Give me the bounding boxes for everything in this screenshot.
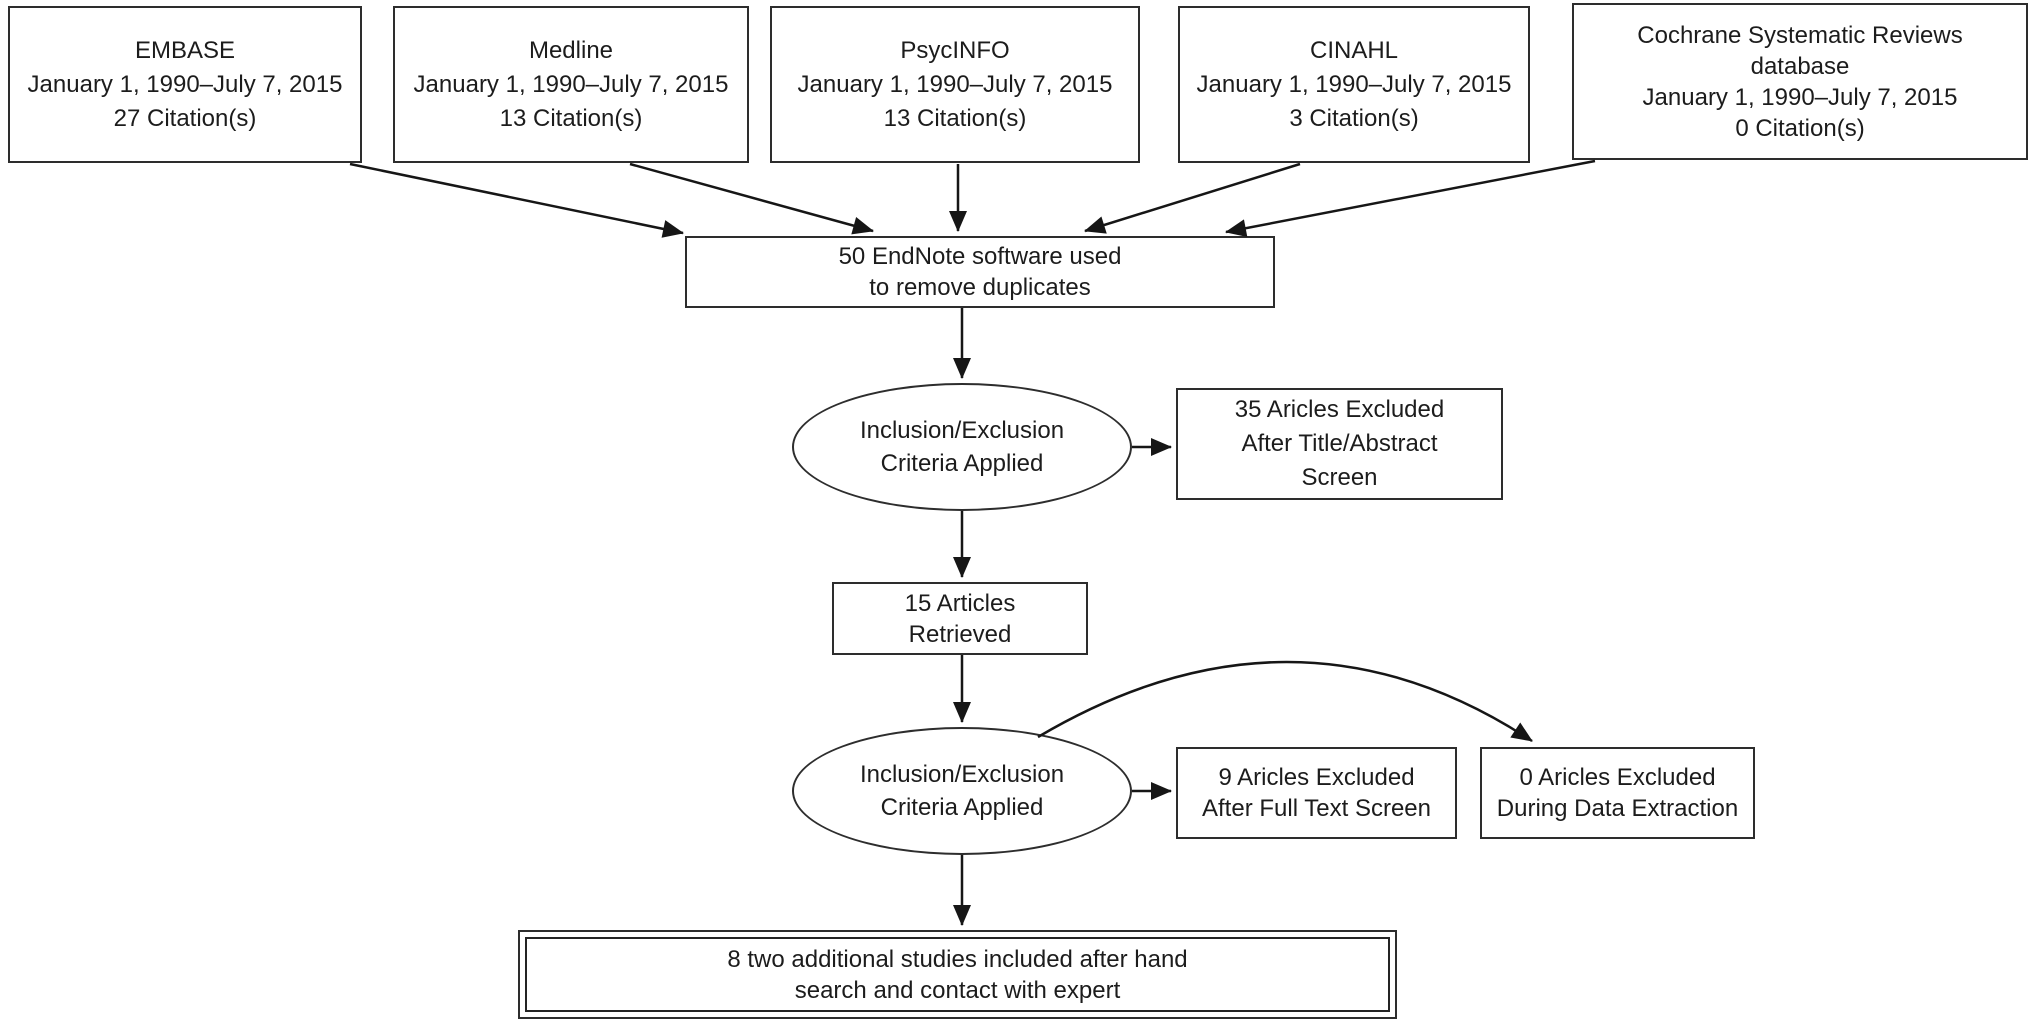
excluded-data-extraction-box: 0 Aricles Excluded During Data Extractio… [1480,747,1755,839]
dedupe-line: to remove duplicates [869,274,1091,301]
arrow-cochrane-to-dedupe [1225,159,1596,238]
source-name: Cochrane Systematic Reviews [1637,21,1963,49]
source-daterange: January 1, 1990–July 7, 2015 [1196,70,1512,98]
criteria-line: Criteria Applied [880,450,1044,477]
source-box-psycinfo: PsycINFO January 1, 1990–July 7, 2015 13… [770,6,1140,163]
retrieved-line: 15 Articles [904,589,1016,617]
retrieved-box: 15 Articles Retrieved [832,582,1088,655]
arrow-cinahl-to-dedupe [1084,162,1301,234]
source-box-embase: EMBASE January 1, 1990–July 7, 2015 27 C… [8,6,362,163]
criteria-line: Criteria Applied [880,794,1044,821]
source-name-line2: database [1750,52,1850,80]
excluded-line: 0 Aricles Excluded [1519,764,1716,791]
dedupe-box: 50 EndNote software used to remove dupli… [685,236,1275,308]
retrieved-line: Retrieved [908,620,1012,648]
source-citations: 13 Citation(s) [499,104,643,132]
source-citations: 27 Citation(s) [113,104,257,132]
excluded-line: During Data Extraction [1496,795,1739,822]
source-citations: 0 Citation(s) [1735,114,1865,142]
source-citations: 13 Citation(s) [883,104,1027,132]
arrow-curve-to-data-extraction [1037,660,1533,743]
source-daterange: January 1, 1990–July 7, 2015 [797,70,1113,98]
excluded-line: After Title/Abstract [1241,430,1438,457]
excluded-full-text-box: 9 Aricles Excluded After Full Text Scree… [1176,747,1457,839]
excluded-line: Screen [1301,464,1378,491]
source-box-cochrane: Cochrane Systematic Reviews database Jan… [1572,3,2028,160]
included-box: 8 two additional studies included after … [518,930,1397,1019]
dedupe-line: 50 EndNote software used [838,243,1122,270]
included-box-inner: 8 two additional studies included after … [525,937,1390,1012]
excluded-line: After Full Text Screen [1202,795,1431,822]
criteria-ellipse-2: Inclusion/Exclusion Criteria Applied [792,727,1132,855]
source-daterange: January 1, 1990–July 7, 2015 [27,70,343,98]
source-box-medline: Medline January 1, 1990–July 7, 2015 13 … [393,6,749,163]
included-line: search and contact with expert [794,976,1121,1004]
source-box-cinahl: CINAHL January 1, 1990–July 7, 2015 3 Ci… [1178,6,1530,163]
criteria-line: Inclusion/Exclusion [859,417,1065,444]
arrow-embase-to-dedupe [349,162,684,238]
source-citations: 3 Citation(s) [1289,104,1419,132]
source-daterange: January 1, 1990–July 7, 2015 [413,70,729,98]
criteria-line: Inclusion/Exclusion [859,761,1065,788]
source-name: Medline [528,36,614,64]
source-name: PsycINFO [900,36,1010,64]
included-line: 8 two additional studies included after … [727,945,1188,973]
excluded-line: 35 Aricles Excluded [1234,396,1445,423]
source-daterange: January 1, 1990–July 7, 2015 [1642,83,1958,111]
source-name: CINAHL [1309,36,1399,64]
source-name: EMBASE [134,36,236,64]
criteria-ellipse-1: Inclusion/Exclusion Criteria Applied [792,383,1132,511]
excluded-line: 9 Aricles Excluded [1218,764,1415,791]
excluded-title-abstract-box: 35 Aricles Excluded After Title/Abstract… [1176,388,1503,500]
arrow-medline-to-dedupe [629,162,874,235]
